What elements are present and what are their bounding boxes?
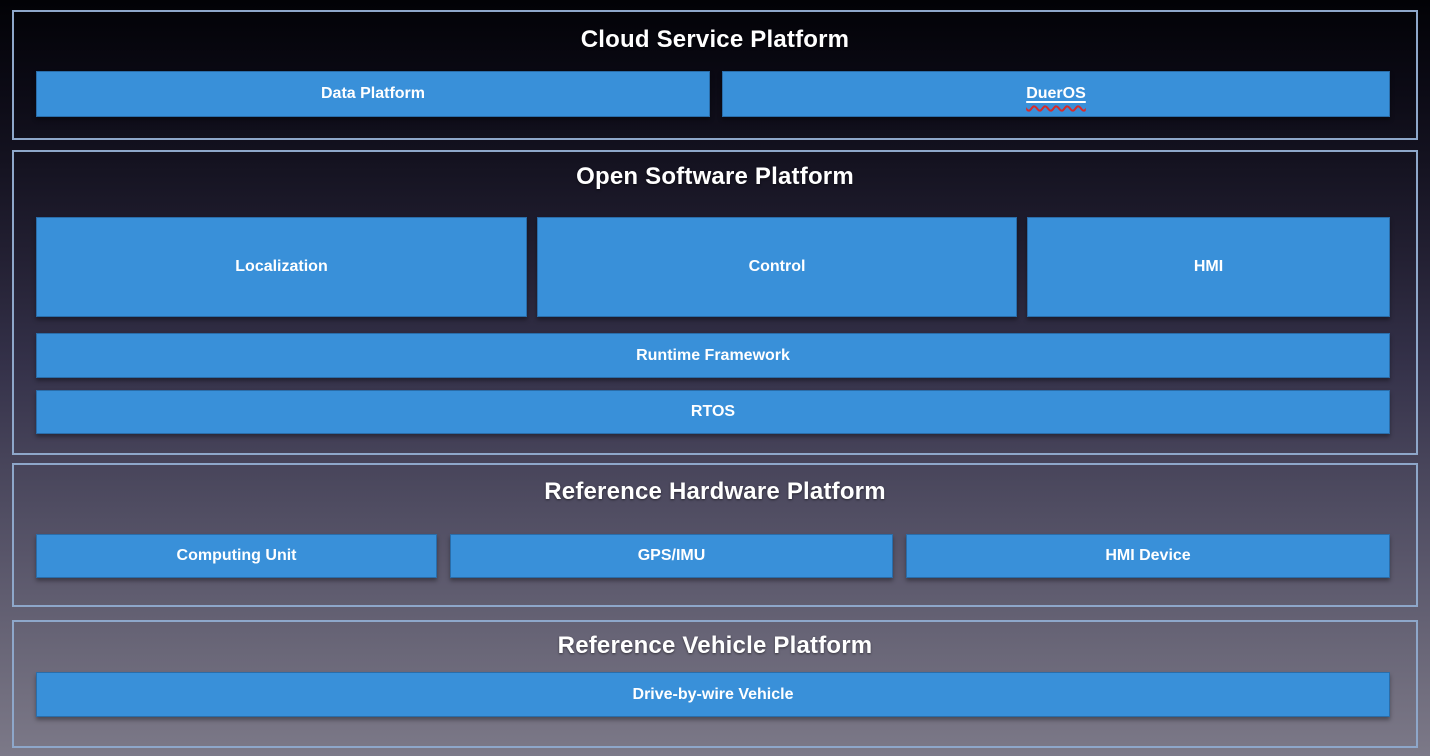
section-title: Cloud Service Platform: [580, 26, 850, 53]
box-hmi: HMI: [1027, 217, 1390, 317]
section-title: Open Software Platform: [576, 163, 854, 190]
box-label: Data Platform: [320, 85, 426, 102]
section-open-software-platform: Open Software Platform Localization Cont…: [12, 150, 1418, 455]
box-label: Computing Unit: [176, 547, 297, 564]
box-label: HMI Device: [1105, 547, 1191, 564]
box-data-platform: Data Platform: [36, 71, 710, 117]
box-label: GPS/IMU: [637, 547, 706, 564]
box-label: HMI: [1193, 258, 1224, 275]
box-label: RTOS: [690, 403, 736, 420]
box-localization: Localization: [36, 217, 527, 317]
box-label: DuerOS: [1026, 85, 1086, 102]
section-reference-vehicle-platform: Reference Vehicle Platform Drive-by-wire…: [12, 620, 1418, 748]
box-dueros: DuerOS: [722, 71, 1390, 117]
box-label: Runtime Framework: [636, 346, 790, 364]
section-title: Reference Vehicle Platform: [557, 632, 873, 659]
box-label: Control: [748, 258, 806, 275]
box-gps-imu: GPS/IMU: [450, 534, 893, 578]
section-reference-hardware-platform: Reference Hardware Platform Computing Un…: [12, 463, 1418, 607]
box-drive-by-wire-vehicle: Drive-by-wire Vehicle: [36, 672, 1390, 717]
box-hmi-device: HMI Device: [906, 534, 1390, 578]
spellcheck-underline: DuerOS: [1026, 85, 1086, 103]
box-label: Drive-by-wire Vehicle: [632, 685, 794, 703]
box-computing-unit: Computing Unit: [36, 534, 437, 578]
section-title: Reference Hardware Platform: [544, 478, 886, 505]
box-control: Control: [537, 217, 1017, 317]
section-cloud-service-platform: Cloud Service Platform Data Platform Due…: [12, 10, 1418, 140]
box-runtime-framework: Runtime Framework: [36, 333, 1390, 378]
box-rtos: RTOS: [36, 390, 1390, 434]
box-label: Localization: [235, 258, 328, 275]
